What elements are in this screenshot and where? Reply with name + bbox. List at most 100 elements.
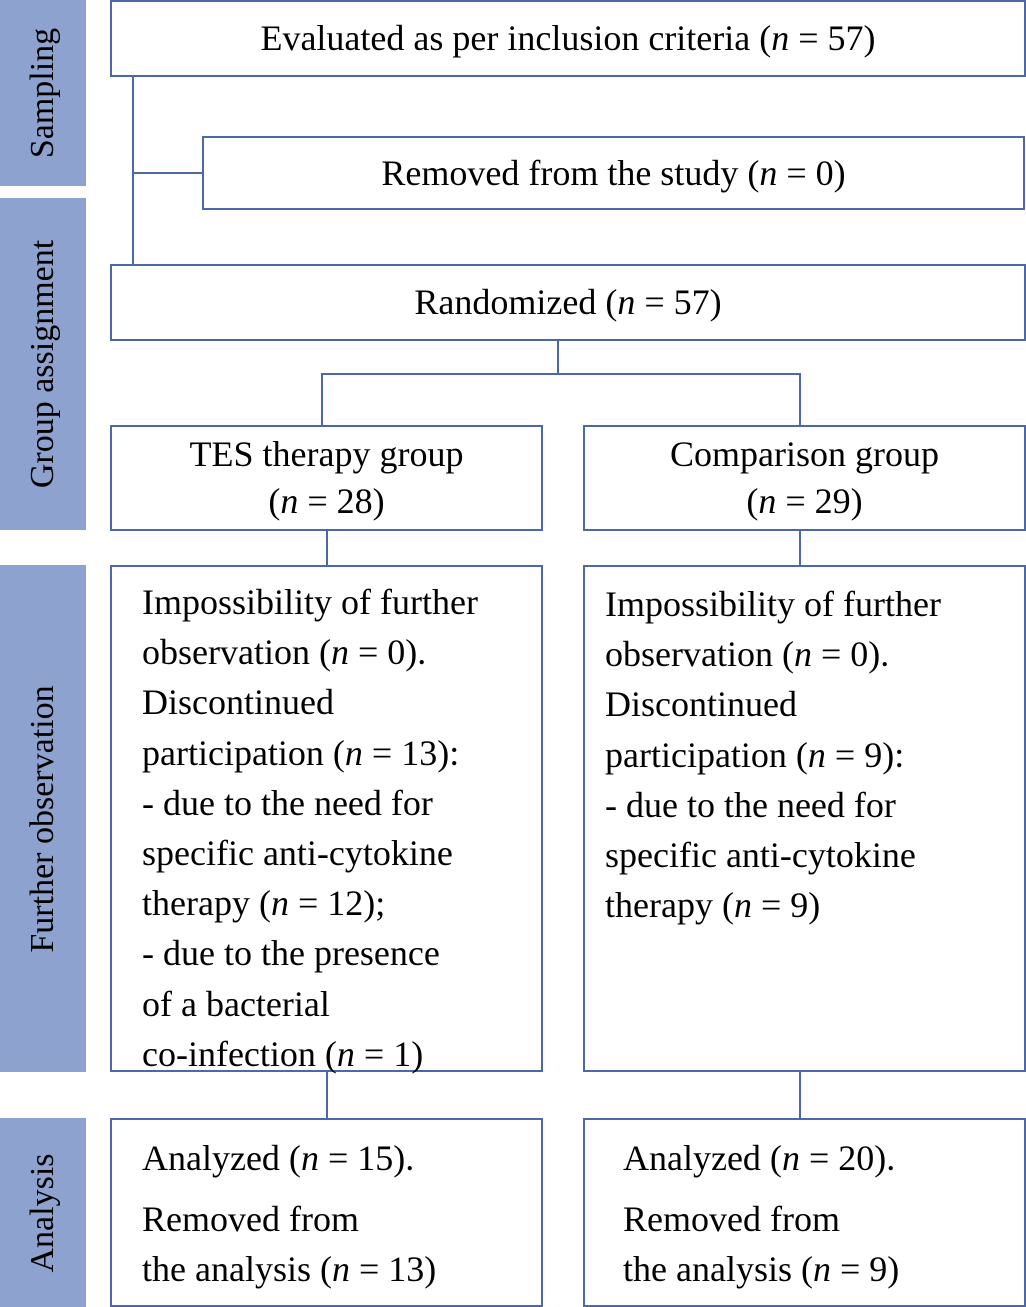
removed-line-2: the analysis (n = 13) [142,1244,436,1294]
connector-to-tes-group [321,373,323,426]
evaluated-box: Evaluated as per inclusion criteria (n =… [110,0,1026,77]
line-prefix: the analysis ( [142,1249,332,1289]
line-count: = 9): [825,734,905,775]
tes-analysis-box: Analyzed (n = 15). Removed from the anal… [110,1118,543,1307]
evaluated-count: = 57) [789,18,876,58]
evaluated-text-prefix: Evaluated as per inclusion criteria ( [260,18,772,58]
phase-label-sampling: Sampling [24,27,61,159]
line-count: = 13): [362,732,460,773]
phase-label-further-observation: Further observation [24,684,61,953]
tes-therapy-group-box: TES therapy group (n = 28) [110,425,543,531]
connector-comparison-observation-to-analysis [799,1071,801,1119]
connector-to-removed [132,172,204,174]
observation-line: therapy (n = 12); [142,878,541,928]
n-symbol: n [758,481,777,521]
connector-tes-to-observation [326,530,328,566]
observation-line: therapy (n = 9) [605,880,1024,930]
line-prefix: therapy ( [605,885,734,926]
randomized-count: = 57) [635,282,722,322]
line-prefix: co-infection ( [142,1033,337,1074]
n-symbol: n [300,1138,319,1178]
phase-label-analysis: Analysis [24,1153,61,1272]
n-symbol: n [793,634,812,675]
observation-line: participation (n = 13): [142,728,541,778]
line-count: = 20). [799,1138,896,1178]
observation-line: observation (n = 0). [605,629,1024,679]
evaluated-text: Evaluated as per inclusion criteria (n =… [260,15,875,62]
line-count: = 13) [349,1249,437,1289]
removed-line-2: the analysis (n = 9) [623,1244,899,1294]
line-count: = 12); [288,883,386,924]
n-symbol: n [331,1249,350,1289]
observation-line: of a bacterial [142,983,330,1024]
randomized-text-prefix: Randomized ( [414,282,618,322]
comparison-group-count: (n = 29) [746,478,862,525]
line-count: = 1) [354,1033,424,1074]
observation-line: Impossibility of further [142,582,478,622]
observation-line: Discontinued [142,682,334,723]
n-symbol: n [336,1033,355,1074]
comparison-group-box: Comparison group (n = 29) [583,425,1026,531]
comparison-analysis-box: Analyzed (n = 20). Removed from the anal… [583,1118,1026,1307]
connector-to-comparison-group [799,373,801,426]
removed-from-study-box: Removed from the study (n = 0) [202,136,1025,210]
line-prefix: therapy ( [142,883,271,924]
line-prefix: observation ( [605,634,794,675]
n-symbol: n [771,18,790,58]
tes-count-value: = 28) [298,481,385,521]
line-prefix: participation ( [142,732,345,773]
connector-comparison-to-observation [799,530,801,566]
phase-bar-sampling: Sampling [0,0,86,186]
line-count: = 0). [811,634,890,675]
line-count: = 9) [751,885,821,926]
n-symbol: n [812,1249,831,1289]
randomized-box: Randomized (n = 57) [110,264,1026,341]
comparison-observation-box: Impossibility of further observation (n … [583,565,1026,1072]
removed-from-study-text: Removed from the study (n = 0) [381,150,845,197]
line-prefix: the analysis ( [623,1249,813,1289]
line-prefix: Analyzed ( [142,1138,301,1178]
phase-bar-group-assignment: Group assignment [0,198,86,530]
connector-evaluated-to-randomized [132,76,134,265]
analyzed-line: Analyzed (n = 15). [142,1133,414,1183]
line-prefix: Analyzed ( [623,1138,782,1178]
connector-split-horizontal [321,373,801,375]
line-count: = 15). [318,1138,415,1178]
removed-text-prefix: Removed from the study ( [381,152,760,193]
n-symbol: n [733,885,752,926]
observation-line: participation (n = 9): [605,730,1024,780]
comparison-count-open: ( [746,481,759,521]
observation-line: observation (n = 0). [142,627,541,677]
line-prefix: participation ( [605,734,808,775]
n-symbol: n [344,732,363,773]
observation-line: specific anti-cytokine [142,833,453,874]
tes-count-open: ( [268,481,281,521]
observation-line: Impossibility of further [605,584,941,624]
comparison-count-value: = 29) [776,481,863,521]
tes-group-count: (n = 28) [268,478,384,525]
tes-observation-box: Impossibility of further observation (n … [110,565,543,1074]
n-symbol: n [330,632,349,673]
tes-group-title: TES therapy group [189,434,464,474]
connector-randomized-down [557,340,559,374]
observation-line: co-infection (n = 1) [142,1029,541,1079]
n-symbol: n [270,883,289,924]
line-prefix: observation ( [142,632,331,673]
comparison-group-title: Comparison group [670,434,939,474]
randomized-text: Randomized (n = 57) [414,279,721,326]
phase-label-group-assignment: Group assignment [24,239,61,489]
phase-bar-analysis: Analysis [0,1118,86,1307]
connector-tes-observation-to-analysis [326,1071,328,1119]
analyzed-line: Analyzed (n = 20). [623,1133,895,1183]
n-symbol: n [807,734,826,775]
n-symbol: n [617,282,636,322]
removed-line-1: Removed from [623,1199,840,1239]
removed-count: = 0) [777,152,846,193]
removed-line-1: Removed from [142,1199,359,1239]
observation-line: - due to the need for [142,782,433,823]
observation-line: - due to the presence [142,933,440,974]
observation-line: specific anti-cytokine [605,835,916,876]
observation-line: Discontinued [605,684,797,725]
observation-line: - due to the need for [605,784,896,825]
line-count: = 9) [830,1249,900,1289]
